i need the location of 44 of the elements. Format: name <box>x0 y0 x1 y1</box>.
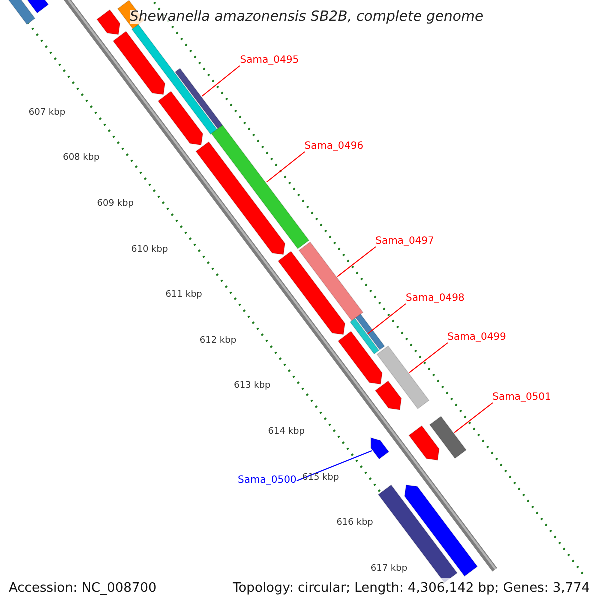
leader-line <box>296 450 372 482</box>
gene-bar <box>355 314 386 351</box>
gene-block <box>96 9 121 36</box>
scale-label: 613 kbp <box>234 382 271 392</box>
gene-label: Sama_0501 <box>492 392 552 403</box>
scale-label: 614 kbp <box>268 428 305 437</box>
scale-label: 616 kbp <box>336 519 374 528</box>
gene-bar <box>298 242 364 322</box>
scale-label: 608 kbp <box>63 154 100 164</box>
gene-label: Sama_0497 <box>376 236 434 247</box>
scale-label: 609 kbp <box>97 200 134 209</box>
scale-label: 607 kbp <box>28 108 66 118</box>
gene-label: Sama_0499 <box>448 332 506 343</box>
gene-bar <box>350 318 380 355</box>
gene-block <box>112 31 166 96</box>
gene-bar <box>376 346 430 410</box>
scale-label: 611 kbp <box>166 291 202 300</box>
gene-label: Sama_0496 <box>304 142 364 152</box>
leader-line <box>337 246 376 278</box>
scale-label: 615 kbp <box>302 474 340 482</box>
gene-label: Sama_0498 <box>406 294 465 304</box>
gene-bar <box>132 24 218 135</box>
leader-line <box>202 66 240 97</box>
gene-block <box>370 437 390 460</box>
gene-block <box>375 380 402 410</box>
footer-text: Accession: NC_008700 <box>9 582 157 595</box>
gene-block <box>338 331 383 385</box>
scale-label: 610 kbp <box>132 246 168 254</box>
scale-label: 617 kbp <box>370 564 408 574</box>
gene-bar <box>174 68 224 130</box>
gene-block <box>408 425 440 461</box>
gene-bar <box>429 416 467 460</box>
gene-block <box>158 91 204 146</box>
leader-line <box>409 342 448 374</box>
gene-block <box>278 251 346 336</box>
leader-line <box>368 304 406 334</box>
gene-block <box>196 141 286 256</box>
scale-label: 612 kbp <box>200 336 237 346</box>
leader-line <box>266 152 306 183</box>
footer-text: Topology: circular; Length: 4,306,142 bp; Genes: 3,774 <box>233 582 590 595</box>
gene-label: Sama_0495 <box>240 56 300 66</box>
gene-label: Sama_0500 <box>238 476 297 486</box>
title: Shewanella amazonensis SB2B, complete genome <box>130 10 484 24</box>
leader-line <box>454 402 494 434</box>
